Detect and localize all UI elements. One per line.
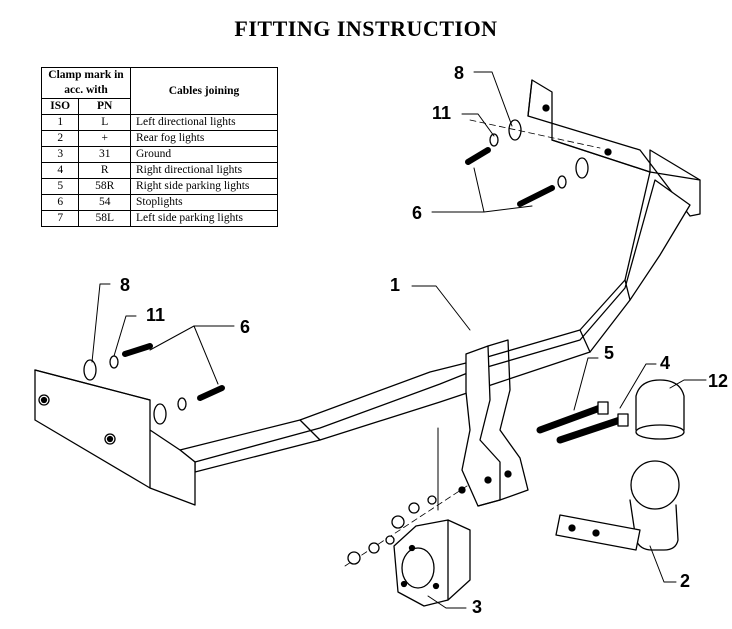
callout-lockwasher-left: 11: [146, 305, 166, 325]
socket-plate: [393, 519, 471, 607]
pn-cell: 58R: [78, 178, 131, 195]
table-row: 4 R Right directional lights: [40, 162, 278, 179]
ball-cap: [635, 379, 685, 440]
cable-cell: Left side parking lights: [130, 210, 278, 227]
callout-cap: 12: [708, 371, 729, 391]
callout-bolts-right: 6: [412, 203, 423, 223]
callout-ball-bolts: 5: [604, 343, 615, 363]
wiring-table: Clamp mark in acc. with Cables joining I…: [40, 67, 278, 227]
callout-bolts-left: 6: [240, 317, 251, 337]
iso-cell: 7: [40, 210, 80, 227]
left-side-bracket: [34, 369, 196, 506]
table-row: 5 58R Right side parking lights: [40, 178, 278, 195]
pn-header: PN: [78, 98, 131, 115]
iso-cell: 4: [40, 162, 80, 179]
table-row: 7 58L Left side parking lights: [40, 210, 278, 227]
towball: [555, 460, 680, 551]
center-hanger: [461, 339, 529, 507]
cable-cell: Stoplights: [130, 194, 278, 211]
fasteners-center: [344, 483, 471, 567]
ball-bolts: [536, 401, 629, 444]
cable-cell: Right side parking lights: [130, 178, 278, 195]
page-title: FITTING INSTRUCTION: [234, 16, 498, 41]
table-row: 6 54 Stoplights: [40, 194, 278, 211]
fasteners-left: [83, 343, 225, 425]
right-side-bracket: [527, 79, 701, 217]
callout-washer-right: 8: [454, 63, 465, 83]
clamp-mark-header: Clamp mark in acc. with: [41, 67, 131, 99]
crossbar: [179, 171, 691, 473]
callout-washer-left: 8: [120, 275, 131, 295]
leader-lines: [91, 71, 707, 609]
fasteners-right: [465, 119, 601, 207]
callout-towball: 2: [680, 571, 691, 591]
cables-header: Cables joining: [130, 67, 278, 115]
callout-lockwasher-right: 11: [432, 103, 452, 123]
cable-cell: Right directional lights: [130, 162, 278, 179]
callout-socket-plate: 3: [472, 597, 483, 617]
callout-ball-nut: 4: [660, 353, 671, 373]
callout-crossbar: 1: [390, 275, 401, 295]
